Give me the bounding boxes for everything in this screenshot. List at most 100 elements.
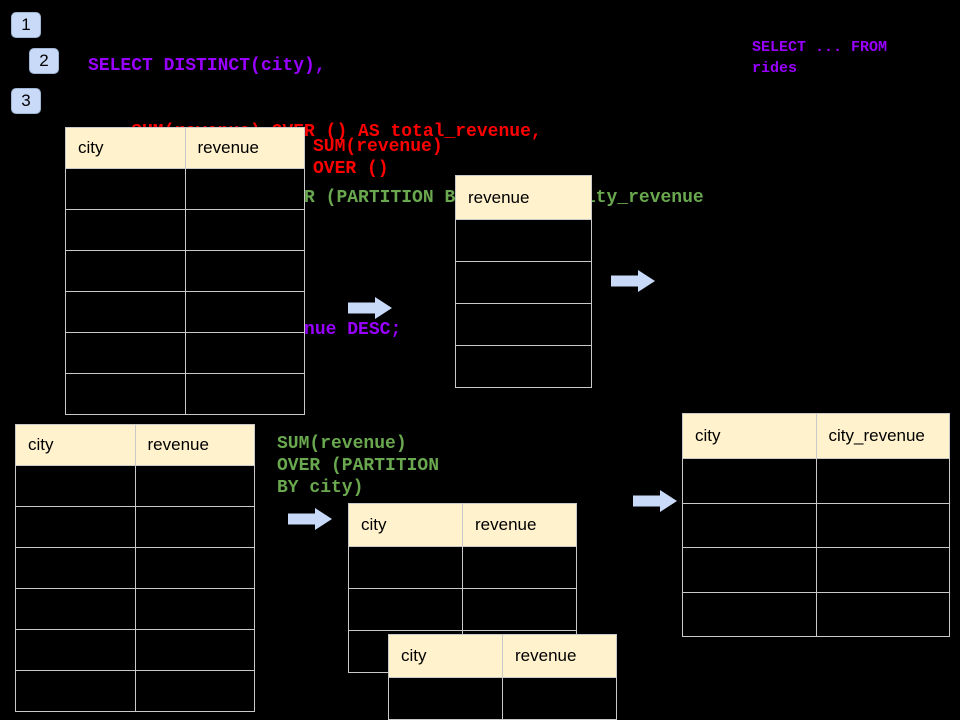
step-badge-label: 3 — [21, 91, 31, 110]
table-cell — [184, 333, 305, 373]
table-cell — [66, 333, 185, 373]
table-header-row: city revenue — [389, 635, 616, 677]
table-cell — [389, 678, 502, 719]
table-cell — [815, 459, 950, 503]
table-row — [683, 591, 950, 637]
table-cell — [456, 346, 591, 387]
total-revenue-result-table: revenue — [455, 175, 592, 388]
column-header: city_revenue — [815, 414, 950, 458]
table-cell — [815, 592, 950, 636]
table-cell — [16, 466, 135, 506]
table-cell — [184, 374, 305, 414]
arrow-right-icon — [288, 508, 332, 530]
table-row — [456, 219, 591, 261]
table-row — [66, 373, 304, 414]
table-row — [16, 629, 254, 670]
table-cell — [66, 251, 185, 291]
table-header-row: revenue — [456, 176, 591, 219]
table-row — [456, 345, 591, 387]
table-row — [16, 588, 254, 629]
table-cell — [502, 678, 616, 719]
table-cell — [66, 210, 185, 250]
table-cell — [815, 503, 950, 547]
table-cell — [134, 466, 255, 506]
arrow-right-icon — [611, 270, 655, 292]
rides-table-top: city revenue — [65, 127, 305, 415]
table-cell — [683, 593, 816, 637]
table-row — [16, 547, 254, 588]
table-cell — [184, 251, 305, 291]
table-cell — [349, 589, 462, 630]
table-cell — [66, 374, 185, 414]
table-row — [456, 303, 591, 345]
table-cell — [462, 589, 576, 630]
sql-line-select: SELECT DISTINCT(city), — [88, 56, 326, 76]
table-cell — [16, 671, 135, 711]
column-header: revenue — [468, 187, 530, 207]
table-row — [66, 291, 304, 332]
arrow-right-icon — [348, 297, 392, 319]
table-cell — [683, 548, 816, 592]
table-cell — [815, 548, 950, 592]
column-header: revenue — [134, 425, 255, 465]
table-row — [66, 168, 304, 209]
window-partition-label: SUM(revenue) OVER (PARTITION BY city) — [277, 434, 440, 498]
step-badge-1: 1 — [11, 12, 41, 38]
column-header: revenue — [184, 128, 305, 168]
step-badge-label: 1 — [21, 15, 31, 34]
column-header: revenue — [462, 504, 576, 546]
table-row — [683, 502, 950, 548]
table-row — [66, 250, 304, 291]
column-header: revenue — [502, 635, 616, 677]
table-cell — [66, 292, 185, 332]
table-cell — [66, 169, 185, 209]
step-badge-label: 2 — [39, 51, 49, 70]
column-header: city — [28, 435, 54, 454]
table-header-row: city city_revenue — [683, 414, 949, 458]
table-cell — [16, 630, 135, 670]
table-row — [16, 506, 254, 547]
table-cell — [134, 589, 255, 629]
step-badge-2: 2 — [29, 48, 59, 74]
table-cell — [134, 548, 255, 588]
column-header: city — [401, 646, 427, 665]
table-row — [456, 261, 591, 303]
table-header-row: city revenue — [16, 425, 254, 465]
table-cell — [349, 547, 462, 588]
arrow-right-icon — [633, 490, 677, 512]
window-total-label: SUM(revenue) OVER () — [313, 137, 443, 179]
table-row — [16, 670, 254, 711]
city-revenue-result-table: city city_revenue — [682, 413, 950, 637]
table-cell — [134, 630, 255, 670]
table-header-row: city revenue — [66, 128, 304, 168]
table-cell — [184, 210, 305, 250]
table-cell — [16, 589, 135, 629]
table-cell — [16, 548, 135, 588]
table-cell — [134, 507, 255, 547]
sql-side-note: SELECT ... FROM rides — [752, 39, 888, 77]
column-header: city — [361, 515, 387, 534]
table-cell — [683, 459, 816, 503]
table-cell — [456, 304, 591, 345]
table-row — [389, 677, 616, 719]
column-header: city — [695, 426, 721, 445]
table-cell — [462, 547, 576, 588]
table-row — [349, 546, 576, 588]
table-row — [16, 465, 254, 506]
table-row — [683, 547, 949, 592]
rides-table-bottom: city revenue — [15, 424, 255, 712]
table-cell — [16, 507, 135, 547]
table-row — [349, 588, 576, 630]
column-header: city — [78, 138, 104, 157]
table-cell — [134, 671, 255, 711]
table-header-row: city revenue — [349, 504, 576, 546]
table-cell — [184, 292, 305, 332]
table-cell — [456, 262, 591, 303]
table-cell — [456, 220, 591, 261]
table-cell — [184, 169, 305, 209]
partition-overlay-table: city revenue — [388, 634, 617, 720]
step-badge-3: 3 — [11, 88, 41, 114]
table-row — [66, 332, 304, 373]
table-cell — [683, 504, 816, 548]
